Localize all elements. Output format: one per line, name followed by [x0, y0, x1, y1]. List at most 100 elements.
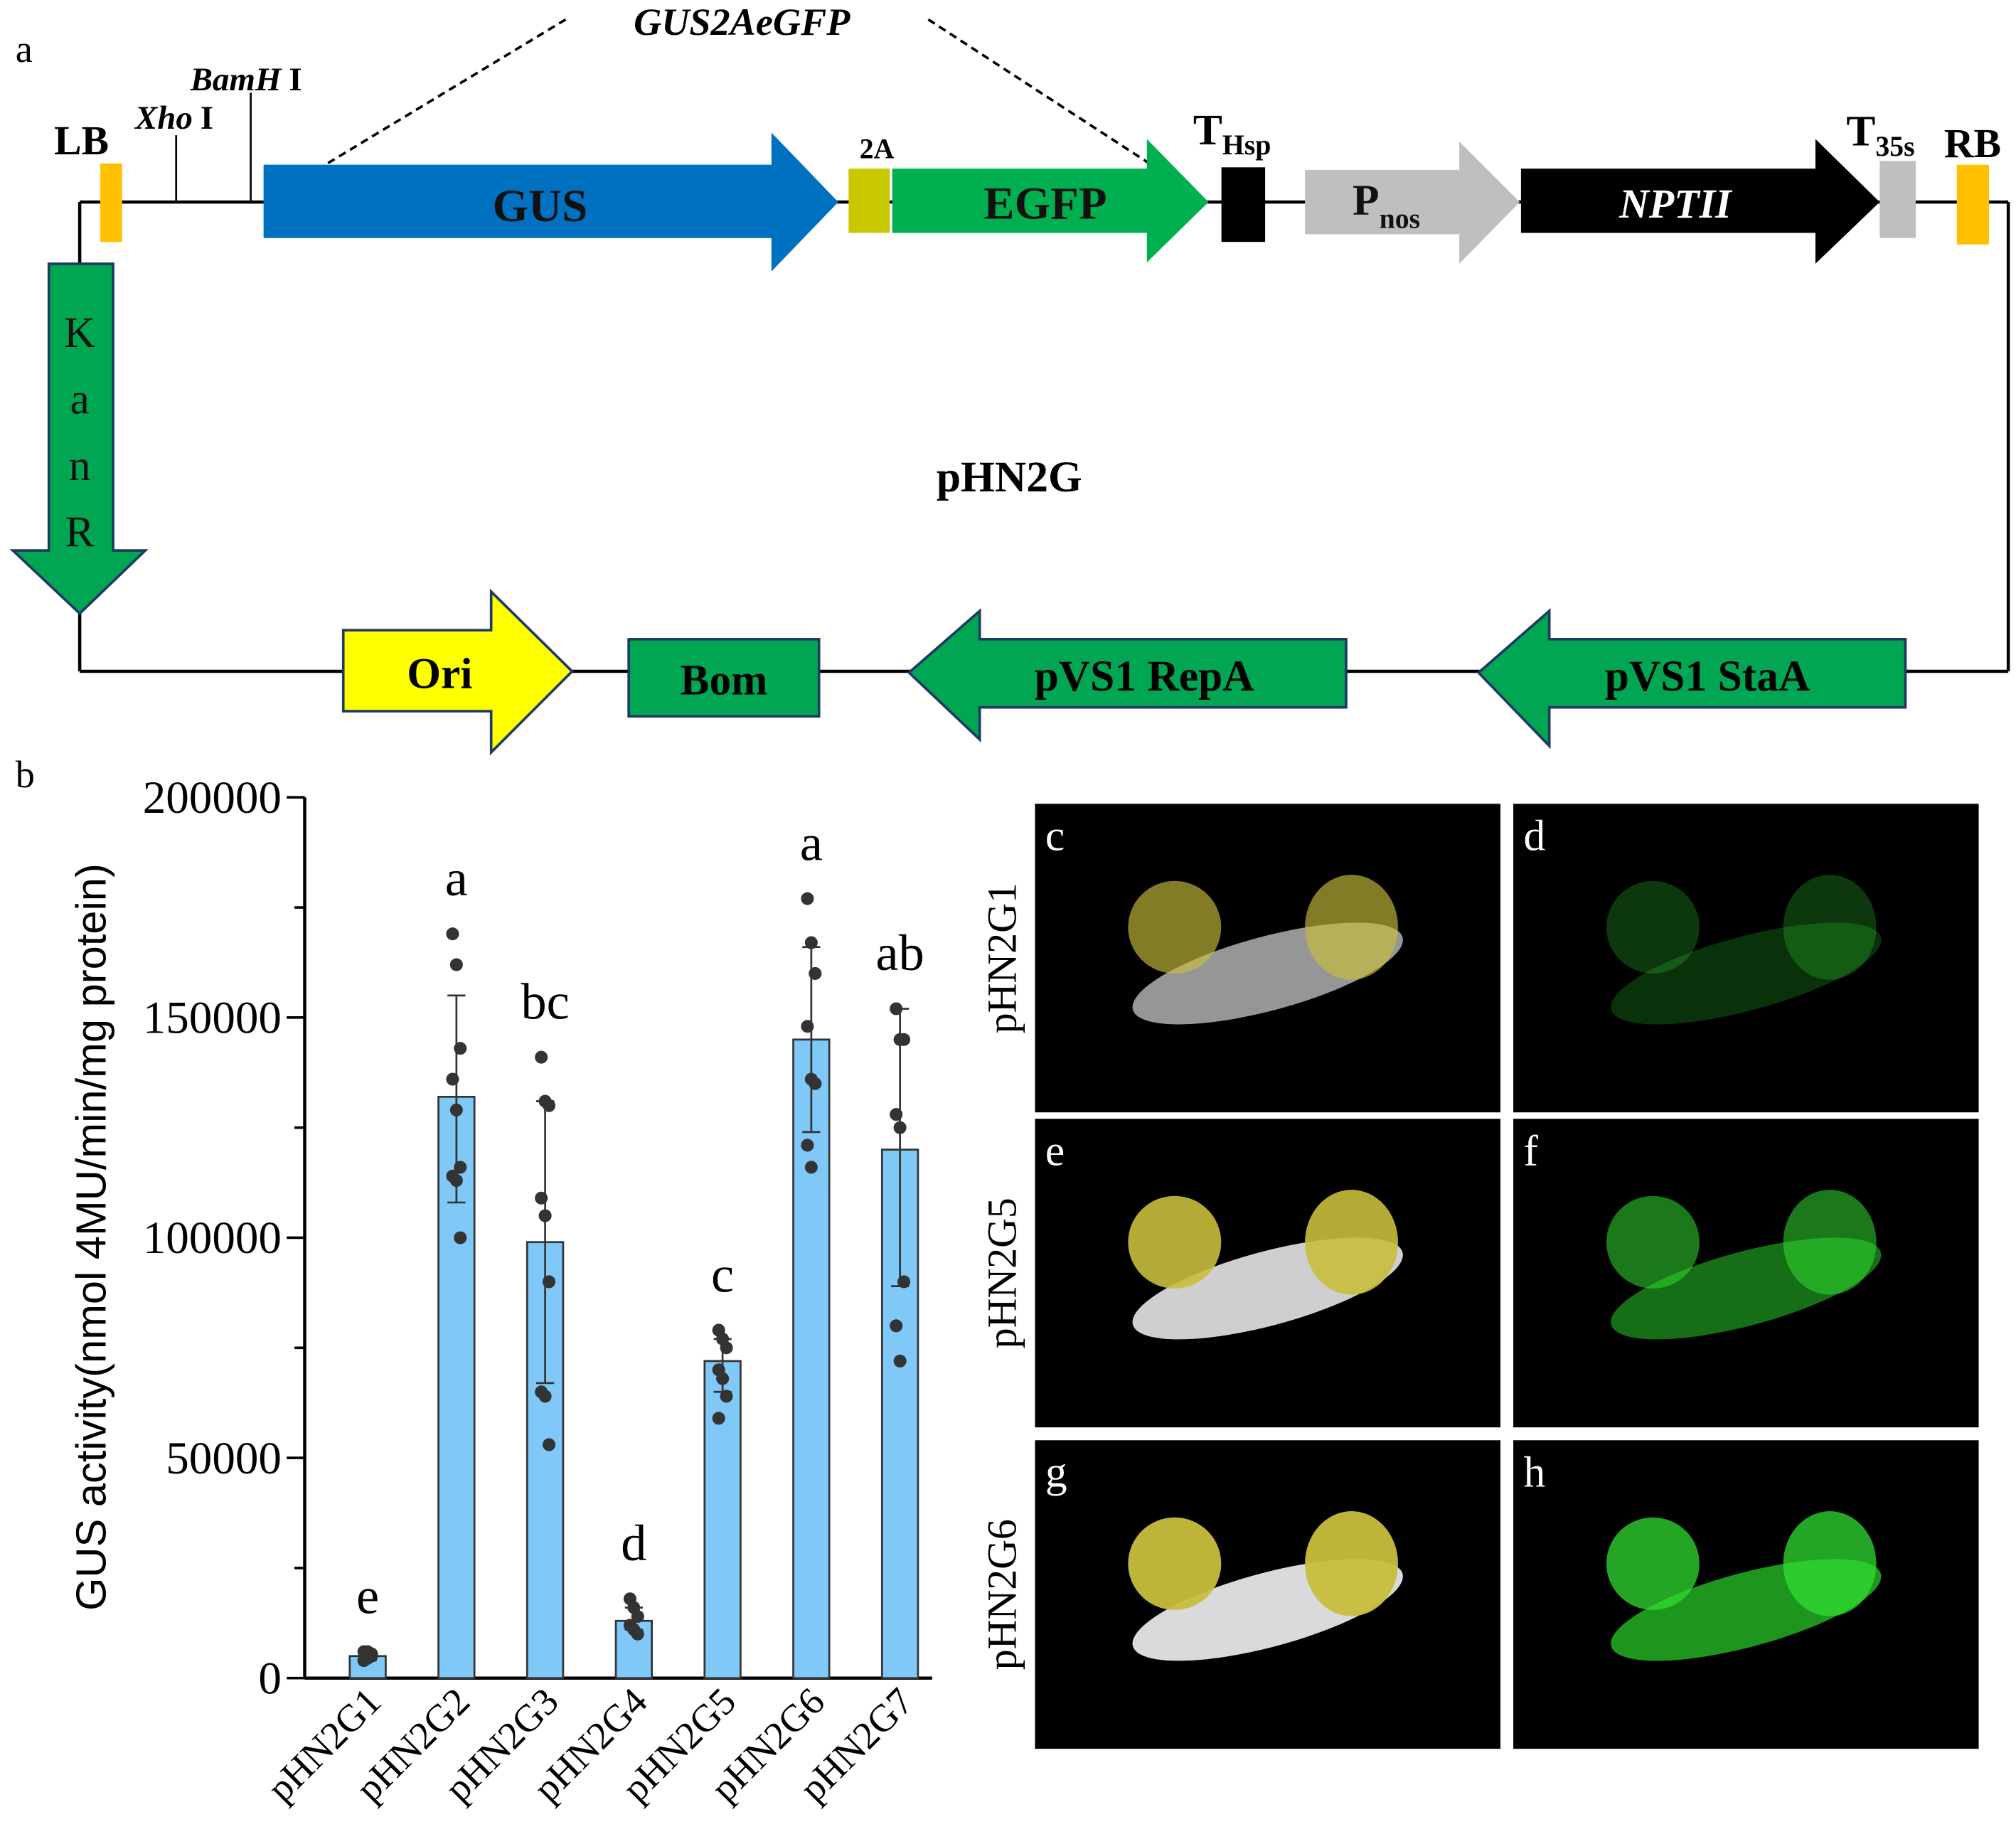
data-point [454, 1231, 467, 1244]
2a-element [848, 169, 890, 233]
seedling-cotyledon [1783, 1190, 1877, 1295]
data-point [890, 1319, 903, 1333]
seedling-cotyledon [1128, 1195, 1222, 1289]
egfp-label: EGFP [983, 178, 1107, 230]
p-nos-arrow [1305, 142, 1520, 264]
row-label: pHN2G5 [978, 1198, 1025, 1348]
data-point [890, 1108, 903, 1121]
ori-label: Ori [407, 650, 472, 698]
data-point [712, 1412, 725, 1425]
panel-label-d: d [1524, 811, 1546, 860]
significance-letter: bc [521, 973, 569, 1030]
data-point [449, 1103, 463, 1116]
significance-letter: ab [875, 924, 924, 981]
insert-dashed-line-left [262, 18, 567, 203]
y-tick-label: 150000 [143, 993, 282, 1044]
row-label: pHN2G1 [978, 883, 1025, 1033]
data-point [893, 1354, 907, 1368]
seedling-cotyledon [1783, 875, 1877, 980]
data-point [804, 936, 818, 949]
t-hsp-element [1221, 167, 1266, 242]
data-point [809, 1077, 822, 1090]
y-tick-label: 200000 [143, 772, 282, 823]
plasmid-name: pHN2G [937, 453, 1082, 501]
photo-panel-d: d [1513, 804, 1979, 1113]
data-point [804, 1161, 818, 1174]
data-point [535, 1050, 548, 1064]
seedling-cotyledon [1606, 1195, 1700, 1289]
data-point [542, 1099, 556, 1112]
rb-label: RB [1944, 120, 2001, 166]
data-point [716, 1372, 730, 1385]
seedling-cotyledon [1305, 1511, 1398, 1616]
panel-label-b: b [16, 753, 35, 796]
repa-arrow [907, 608, 1348, 743]
data-point [801, 1139, 814, 1152]
row-label: pHN2G6 [978, 1519, 1025, 1670]
bom-label: Bom [680, 656, 767, 705]
data-point [897, 1275, 911, 1289]
y-tick-label: 50000 [166, 1433, 282, 1484]
bom-element [627, 638, 821, 718]
data-point [720, 1390, 733, 1403]
data-point [538, 1390, 552, 1403]
data-point [801, 892, 814, 905]
data-point [538, 1209, 552, 1222]
seedling-hypocotyl [1611, 922, 1882, 1025]
y-tick-label: 100000 [143, 1212, 282, 1264]
data-point [535, 1191, 548, 1205]
data-point [801, 1020, 814, 1033]
panel-label-f: f [1524, 1126, 1539, 1175]
kanr-arrow [9, 262, 149, 616]
photo-panel-c: c [1035, 804, 1500, 1113]
t-hsp-label: THsp [1193, 106, 1271, 161]
data-point [890, 1002, 903, 1016]
seedling-cotyledon [1305, 1190, 1398, 1295]
gus-label: GUS [492, 181, 587, 232]
data-point [449, 958, 463, 971]
significance-letter: c [711, 1246, 734, 1303]
data-point [542, 1438, 556, 1451]
data-point [897, 1033, 911, 1046]
kanr-label: KanR [55, 309, 104, 574]
data-point [893, 1121, 907, 1134]
data-point [720, 1341, 733, 1355]
photo-panel-g: g [1035, 1440, 1500, 1749]
staa-arrow [1476, 608, 1907, 750]
bar [792, 1038, 831, 1680]
photo-panel-h: h [1513, 1440, 1979, 1749]
lb-label: LB [54, 117, 109, 164]
seedling-cotyledon [1128, 880, 1222, 974]
repa-label: pVS1 RepA [1035, 652, 1254, 700]
data-point [454, 1042, 467, 1055]
rb-element [1956, 164, 1990, 245]
panel-label-a: a [16, 28, 33, 70]
data-point [446, 927, 459, 941]
insert-label: GUS2AeGFP [634, 1, 850, 43]
nptii-arrow [1520, 139, 1880, 264]
seedling-cotyledon [1606, 880, 1700, 974]
significance-letter: a [800, 814, 823, 871]
nptii-label: NPTII [1618, 181, 1733, 227]
panel-label-g: g [1045, 1448, 1067, 1496]
data-point [542, 1275, 556, 1289]
photo-panel-e: e [1035, 1119, 1500, 1428]
photo-background [1513, 804, 1979, 1113]
data-point [446, 1072, 459, 1086]
significance-letter: e [356, 1567, 379, 1624]
data-point [809, 966, 822, 980]
significance-letter: d [621, 1515, 646, 1572]
2a-label: 2A [860, 134, 895, 165]
seedling-cotyledon [1606, 1517, 1700, 1610]
data-point [631, 1627, 644, 1641]
y-axis-label: GUS activity(nmol 4MU/min/mg protein) [67, 863, 114, 1611]
t-35s-label: T35s [1846, 107, 1914, 162]
egfp-arrow [892, 139, 1209, 263]
y-tick-label: 0 [258, 1653, 282, 1704]
bar [703, 1360, 742, 1680]
photo-panel-f: f [1513, 1119, 1979, 1428]
t-35s-element [1879, 161, 1916, 238]
